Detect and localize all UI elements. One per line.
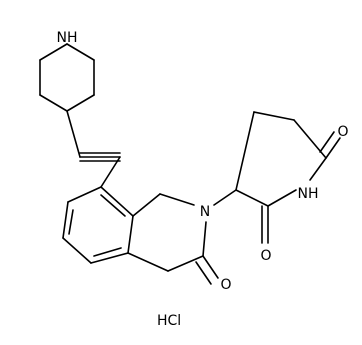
imide-nh-label: NH [298,186,319,202]
lactam-n-label: N [200,204,210,220]
lactam-ring [127,193,207,272]
glutarimide-carbonyl-bottom [261,205,269,244]
alkyne-triple-bond [79,152,121,162]
piperidine-ring [39,43,95,112]
n-glutarimide-bond [213,189,237,206]
piperidine-alkyne-bond [66,110,81,158]
salt-label: HCl [157,313,181,329]
lactam-o-label: O [220,277,231,293]
lactam-carbonyl [195,255,219,285]
imide-o-bottom-label: O [260,248,271,264]
alkyne-aryl-bond [100,156,121,188]
glutarimide-ring [235,111,327,207]
glutarimide-carbonyl-top [319,131,341,159]
imide-o-top-label: O [337,124,348,140]
piperidine-nh-label: NH [57,30,78,46]
benzene-ring [62,186,134,264]
